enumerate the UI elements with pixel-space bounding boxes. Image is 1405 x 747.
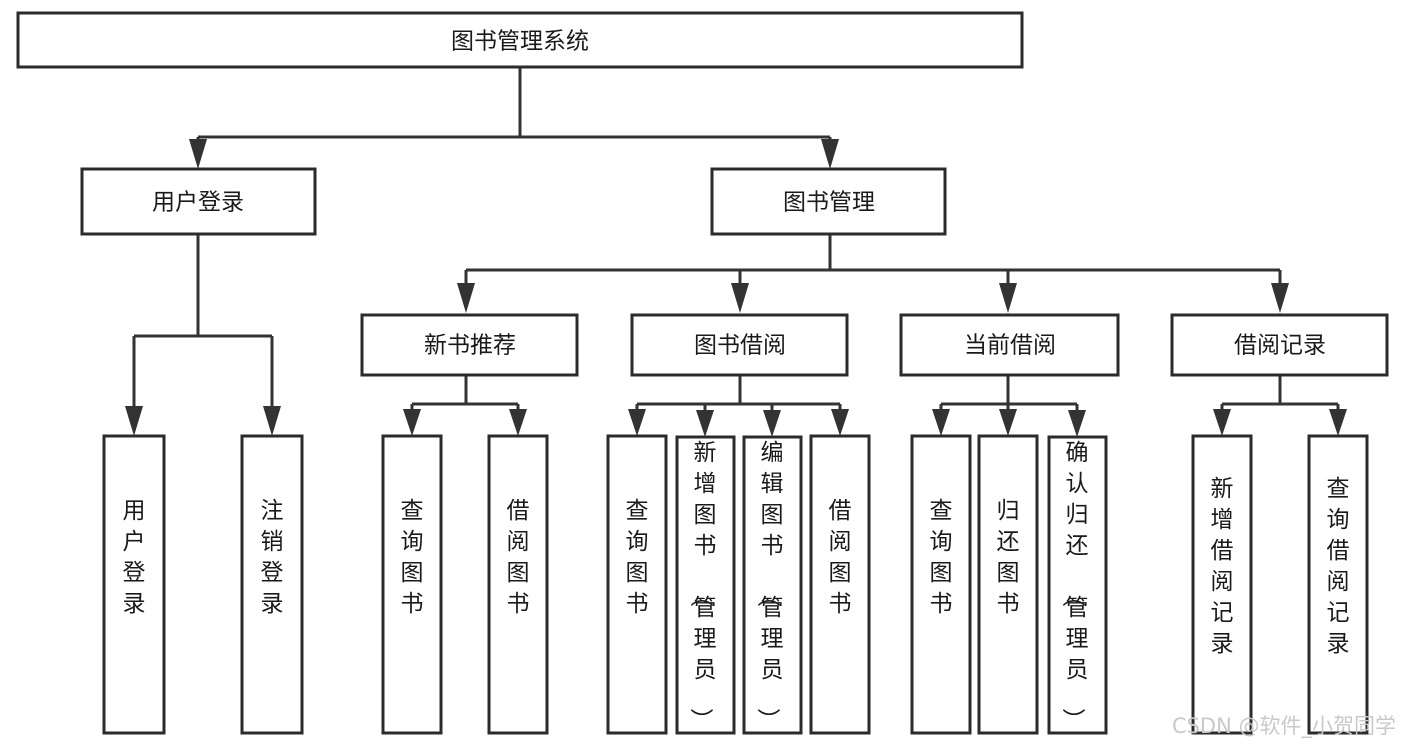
- node-leaf-confirm-return-admin[interactable]: 确认归还（管理员）: [1047, 435, 1108, 735]
- arrowhead-leaf-query-borrow-record: [1329, 409, 1347, 436]
- arrowhead-new-book-recommend: [457, 283, 475, 313]
- node-book-borrow[interactable]: 图书借阅: [630, 313, 849, 377]
- node-leaf-user-login[interactable]: 用户登录: [102, 434, 166, 735]
- node-new-book-recommend-box[interactable]: [360, 313, 579, 377]
- connector-layer: [125, 67, 1347, 437]
- arrowhead-leaf-return-book: [999, 409, 1017, 436]
- arrowhead-current-borrow: [999, 283, 1017, 313]
- node-book-manage-box[interactable]: [710, 167, 947, 236]
- node-leaf-add-book-admin[interactable]: 新增图书（管理员）: [675, 435, 736, 735]
- node-root[interactable]: 图书管理系统: [16, 11, 1024, 69]
- node-leaf-borrow-book-1-box[interactable]: [487, 434, 549, 735]
- node-leaf-return-book-box[interactable]: [977, 434, 1039, 735]
- node-user-login[interactable]: 用户登录: [80, 167, 317, 236]
- node-leaf-add-borrow-record[interactable]: 新增借阅记录: [1191, 434, 1253, 735]
- arrowhead-leaf-query-book-3: [932, 409, 950, 436]
- node-leaf-user-login-label: 用户登录: [123, 498, 146, 617]
- node-user-login-box[interactable]: [80, 167, 317, 236]
- node-leaf-user-login-box[interactable]: [102, 434, 166, 735]
- arrowhead-leaf-logout-login: [263, 406, 281, 436]
- node-new-book-recommend-label: 新书推荐: [424, 333, 516, 359]
- node-book-manage[interactable]: 图书管理: [710, 167, 947, 236]
- node-leaf-return-book[interactable]: 归还图书: [977, 434, 1039, 735]
- node-leaf-query-book-2-label: 查询图书: [626, 498, 649, 617]
- arrowhead-leaf-query-book-2: [628, 409, 646, 436]
- arrowhead-leaf-add-borrow-record: [1213, 409, 1231, 436]
- node-leaf-add-borrow-record-label: 新增借阅记录: [1211, 476, 1234, 657]
- node-borrow-record[interactable]: 借阅记录: [1170, 313, 1389, 377]
- node-leaf-query-book-1-label: 查询图书: [401, 498, 424, 617]
- node-leaf-confirm-return-admin-label: 确认归还（管理员）: [1060, 440, 1089, 731]
- node-leaf-logout-login-box[interactable]: [240, 434, 304, 735]
- node-leaf-query-book-1-box[interactable]: [381, 434, 443, 735]
- node-user-login-label: 用户登录: [152, 190, 244, 216]
- node-book-borrow-label: 图书借阅: [694, 333, 786, 359]
- node-leaf-borrow-book-2[interactable]: 借阅图书: [809, 434, 871, 735]
- node-leaf-edit-book-admin-box[interactable]: [742, 435, 803, 735]
- node-leaf-query-borrow-record[interactable]: 查询借阅记录: [1307, 434, 1369, 735]
- arrowhead-leaf-query-book-1: [403, 409, 421, 436]
- arrowhead-book-borrow: [731, 283, 749, 313]
- node-leaf-query-borrow-record-box[interactable]: [1307, 434, 1369, 735]
- node-leaf-query-borrow-record-label: 查询借阅记录: [1327, 476, 1350, 657]
- node-root-label: 图书管理系统: [451, 29, 589, 55]
- arrowhead-book-manage: [821, 139, 839, 169]
- node-leaf-logout-login-label: 注销登录: [261, 498, 284, 617]
- csdn-watermark: CSDN @软件_小贺同学: [1172, 714, 1396, 739]
- node-leaf-logout-login[interactable]: 注销登录: [240, 434, 304, 735]
- node-leaf-add-borrow-record-box[interactable]: [1191, 434, 1253, 735]
- node-leaf-add-book-admin-label: 新增图书（管理员）: [688, 440, 717, 731]
- node-borrow-record-label: 借阅记录: [1234, 333, 1326, 359]
- node-leaf-edit-book-admin[interactable]: 编辑图书（管理员）: [742, 435, 803, 735]
- node-leaf-query-book-3[interactable]: 查询图书: [910, 434, 972, 735]
- node-current-borrow-label: 当前借阅: [964, 333, 1056, 359]
- node-current-borrow-box[interactable]: [899, 313, 1120, 377]
- node-leaf-query-book-2[interactable]: 查询图书: [606, 434, 668, 735]
- node-leaf-add-book-admin-box[interactable]: [675, 435, 736, 735]
- arrowhead-leaf-edit-book-admin: [763, 410, 781, 437]
- node-leaf-borrow-book-2-label: 借阅图书: [829, 498, 852, 617]
- arrowhead-borrow-record: [1271, 283, 1289, 313]
- node-leaf-confirm-return-admin-box[interactable]: [1047, 435, 1108, 735]
- node-leaf-query-book-3-box[interactable]: [910, 434, 972, 735]
- node-leaf-borrow-book-1[interactable]: 借阅图书: [487, 434, 549, 735]
- node-new-book-recommend[interactable]: 新书推荐: [360, 313, 579, 377]
- arrowhead-leaf-user-login: [125, 406, 143, 436]
- node-leaf-return-book-label: 归还图书: [997, 498, 1020, 617]
- node-leaf-borrow-book-2-box[interactable]: [809, 434, 871, 735]
- node-leaf-query-book-2-box[interactable]: [606, 434, 668, 735]
- arrowhead-leaf-add-book-admin: [696, 410, 714, 437]
- node-borrow-record-box[interactable]: [1170, 313, 1389, 377]
- node-leaf-query-book-1[interactable]: 查询图书: [381, 434, 443, 735]
- node-root-box[interactable]: [16, 11, 1024, 69]
- arrowhead-user-login: [189, 139, 207, 169]
- arrowhead-leaf-borrow-book-2: [831, 409, 849, 436]
- arrowhead-leaf-confirm-return-admin: [1068, 410, 1086, 437]
- arrowhead-leaf-borrow-book-1: [509, 409, 527, 436]
- node-book-manage-label: 图书管理: [783, 190, 875, 216]
- node-book-borrow-box[interactable]: [630, 313, 849, 377]
- node-leaf-borrow-book-1-label: 借阅图书: [507, 498, 530, 617]
- node-leaf-edit-book-admin-label: 编辑图书（管理员）: [755, 440, 784, 731]
- node-leaf-query-book-3-label: 查询图书: [930, 498, 953, 617]
- node-current-borrow[interactable]: 当前借阅: [899, 313, 1120, 377]
